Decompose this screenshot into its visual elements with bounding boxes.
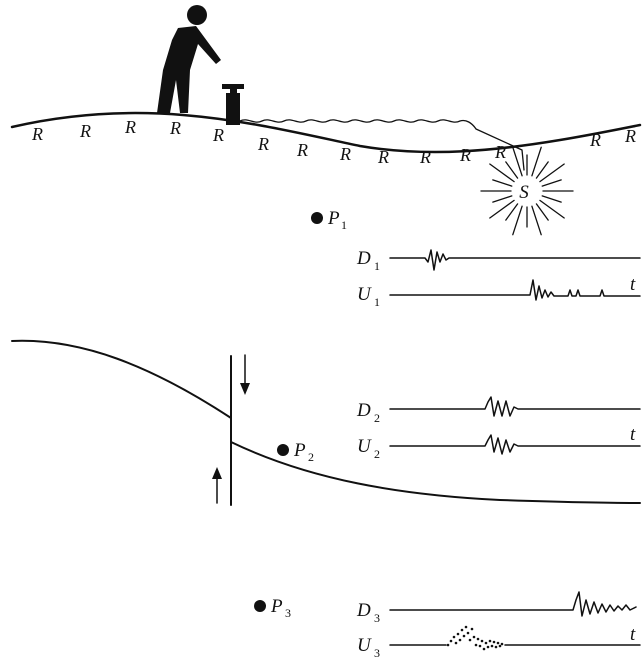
rock-label: R <box>79 121 91 141</box>
burst-ray <box>535 161 549 179</box>
observer-figure <box>157 5 221 113</box>
svg-text:1: 1 <box>341 218 347 232</box>
rock-label: R <box>624 126 636 146</box>
signal-dot <box>492 640 496 644</box>
detector-device <box>222 84 244 125</box>
rock-label: R <box>169 118 181 138</box>
signal-dot <box>466 631 470 635</box>
signal-dot <box>484 641 488 645</box>
arrow-up-icon <box>212 467 222 504</box>
rock-label: R <box>31 124 43 144</box>
rock-label: R <box>459 145 471 165</box>
point-p3: P 3 <box>254 596 291 620</box>
burst-ray <box>489 199 515 219</box>
rock-label: R <box>419 147 431 167</box>
burst-ray <box>492 195 513 203</box>
point-p1: P 1 <box>311 208 347 232</box>
lower-layer-boundary <box>230 441 641 504</box>
signal-dot <box>480 639 484 643</box>
signal-dot <box>490 644 494 648</box>
trace-d2: D 2 <box>356 396 641 425</box>
svg-text:t: t <box>630 424 636 445</box>
signal-dot <box>456 632 460 636</box>
svg-text:P: P <box>270 596 283 617</box>
signal-dot <box>476 637 480 641</box>
svg-text:t: t <box>630 274 636 295</box>
signal-dot <box>496 641 500 645</box>
rock-label: R <box>377 147 389 167</box>
signal-dot <box>446 643 450 647</box>
burst-ray <box>505 203 519 221</box>
rock-label: R <box>257 134 269 154</box>
rock-label: R <box>296 140 308 160</box>
trace-u3: U 3 t <box>357 624 641 660</box>
svg-text:U: U <box>357 436 372 457</box>
signal-dot <box>462 634 466 638</box>
upper-layer-boundary <box>11 339 232 419</box>
rock-label: R <box>589 130 601 150</box>
trace-u1: U 1 t <box>357 274 641 309</box>
burst-ray <box>535 203 549 221</box>
seismic-source: S <box>480 146 574 236</box>
signal-dot <box>452 635 456 639</box>
signal-dot <box>449 639 453 643</box>
svg-text:U: U <box>357 635 372 656</box>
svg-text:1: 1 <box>374 259 380 273</box>
burst-ray <box>539 199 565 219</box>
signal-dot <box>494 645 498 649</box>
signal-dot <box>498 644 502 648</box>
signal-dot <box>464 625 468 629</box>
svg-text:2: 2 <box>374 411 380 425</box>
burst-ray <box>539 163 565 183</box>
signal-dot <box>454 641 458 645</box>
svg-text:3: 3 <box>374 611 380 625</box>
burst-ray <box>541 179 562 187</box>
svg-text:P: P <box>293 440 306 461</box>
burst-ray <box>531 205 542 236</box>
signal-dot <box>458 638 462 642</box>
source-label: S <box>519 182 529 203</box>
svg-text:t: t <box>630 624 636 645</box>
signal-dot <box>482 647 486 651</box>
signal-dot <box>460 628 464 632</box>
svg-text:3: 3 <box>374 646 380 659</box>
svg-text:U: U <box>357 284 372 305</box>
signal-dot <box>472 635 476 639</box>
rock-label: R <box>124 117 136 137</box>
rock-labels: R R R R R R R R R R R R R R <box>31 117 636 167</box>
trace-d1: D 1 <box>356 248 641 273</box>
signal-dot <box>474 643 478 647</box>
burst-ray <box>505 161 519 179</box>
rock-label: R <box>494 142 506 162</box>
burst-ray <box>531 146 542 177</box>
point-p2: P 2 <box>277 440 314 464</box>
burst-ray <box>489 163 515 183</box>
arrow-down-icon <box>240 354 250 395</box>
svg-text:2: 2 <box>374 447 380 461</box>
rock-label: R <box>339 144 351 164</box>
detector-cable <box>239 119 525 171</box>
svg-text:3: 3 <box>285 606 291 620</box>
svg-text:2: 2 <box>308 450 314 464</box>
signal-dot <box>500 642 504 646</box>
burst-ray <box>541 195 562 203</box>
svg-text:D: D <box>356 600 371 621</box>
burst-ray <box>512 205 523 236</box>
svg-text:1: 1 <box>374 295 380 309</box>
svg-text:D: D <box>356 400 371 421</box>
svg-text:D: D <box>356 248 371 269</box>
burst-ray <box>492 179 513 187</box>
signal-dot <box>468 638 472 642</box>
trace-u2: U 2 t <box>357 424 641 461</box>
svg-text:P: P <box>327 208 340 229</box>
rock-label: R <box>212 125 224 145</box>
signal-dot <box>478 644 482 648</box>
burst-ray <box>512 146 523 177</box>
trace-d3: D 3 <box>356 591 637 625</box>
signal-dot <box>486 645 490 649</box>
signal-dot <box>470 627 474 631</box>
signal-dot <box>488 639 492 643</box>
ground-surface <box>10 111 642 154</box>
